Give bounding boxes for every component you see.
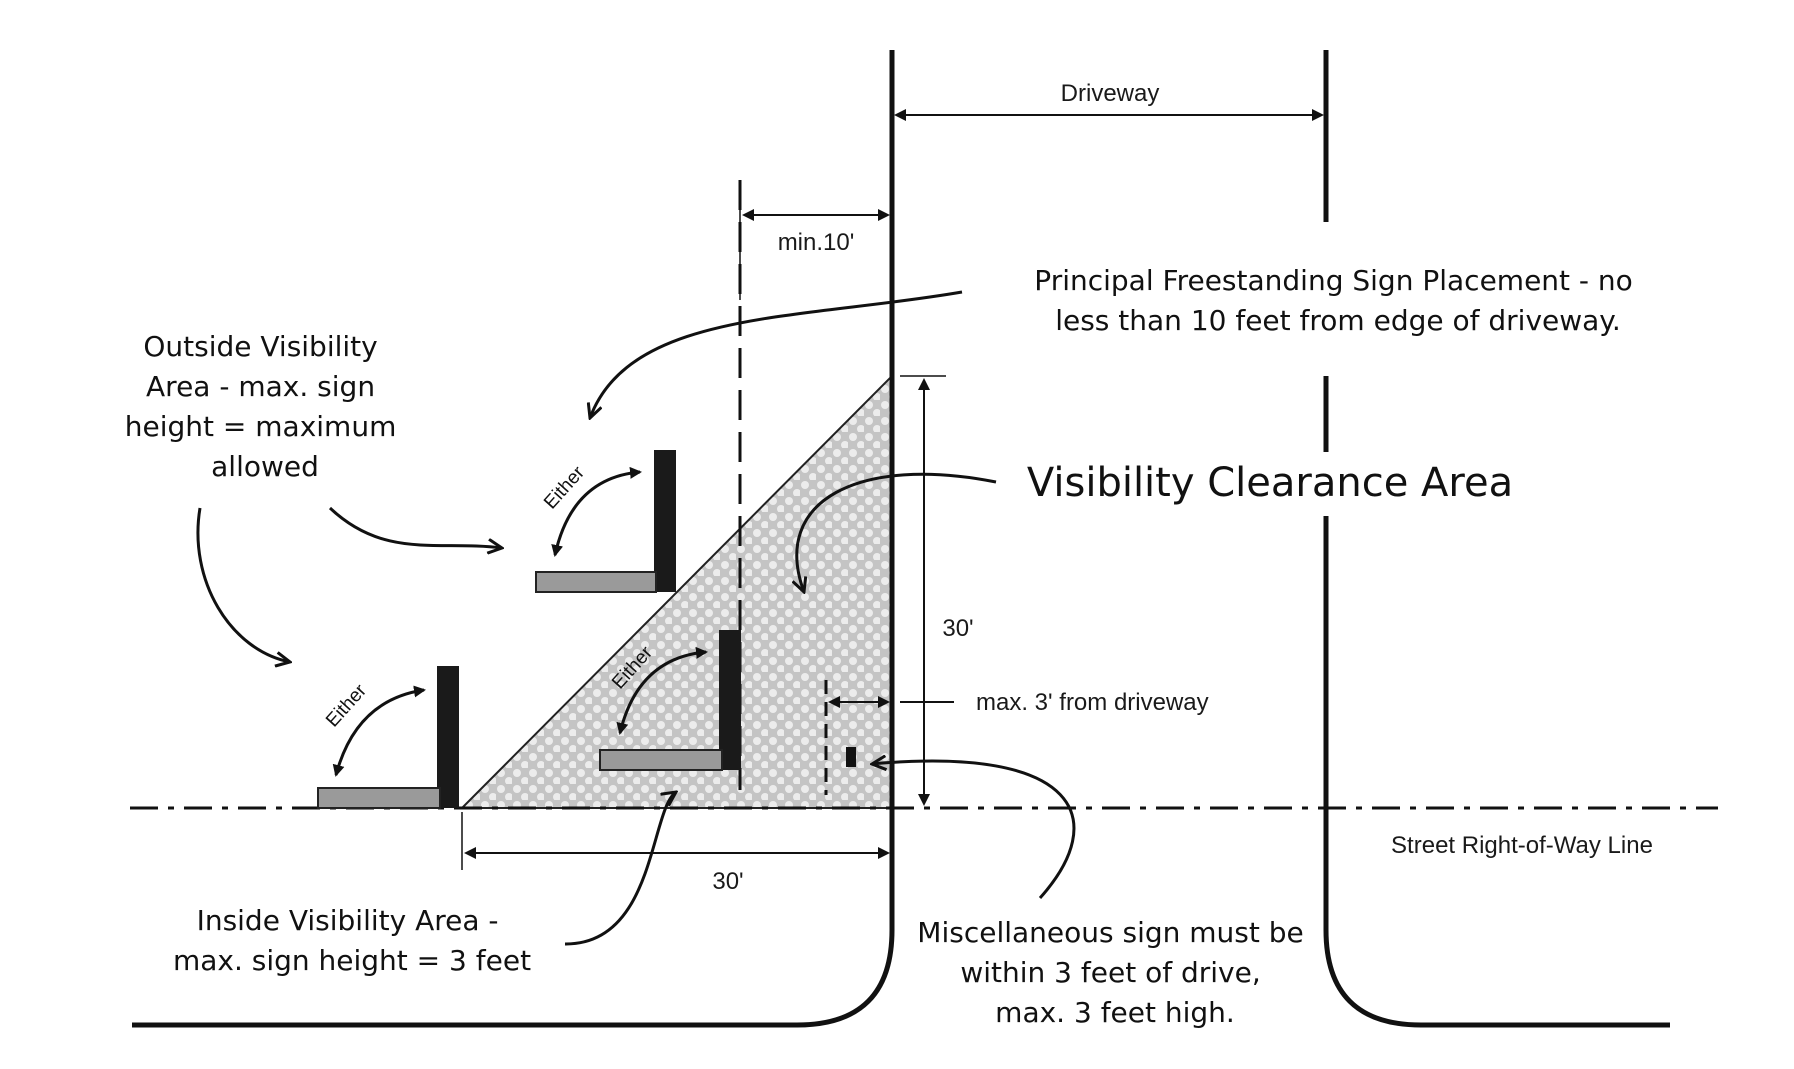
- sign-outside-upper: [535, 450, 676, 593]
- either-arrow-upper: [551, 466, 642, 557]
- inside-area-note-line: Inside Visibility Area -: [197, 904, 499, 937]
- sign-base: [599, 749, 723, 771]
- outside-area-arrow-upper: [328, 506, 502, 548]
- either-arrow-lower: [332, 685, 426, 777]
- right-of-way-label: Street Right-of-Way Line: [1391, 832, 1653, 859]
- outside-area-note-line: Area - max. sign: [146, 370, 375, 403]
- either-label-lower: Either: [322, 680, 371, 731]
- sign-post: [719, 630, 741, 770]
- visibility-area-arrow: [797, 472, 997, 592]
- driveway-right-edge: [1323, 50, 1670, 1028]
- principal-sign-arrow: [590, 290, 963, 418]
- outside-area-note-line: allowed: [211, 450, 319, 483]
- setback-label: min.10': [778, 229, 855, 256]
- outside-area-arrow-lower: [196, 507, 290, 662]
- principal-sign-note-line: Principal Freestanding Sign Placement - …: [1034, 264, 1633, 297]
- vertical-30-label: 30': [942, 615, 973, 642]
- sign-base: [535, 571, 657, 593]
- visibility-area-title: Visibility Clearance Area: [1027, 460, 1513, 506]
- driveway-label: Driveway: [1061, 80, 1160, 107]
- sign-base: [317, 787, 441, 809]
- misc-sign-note: Miscellaneous sign must be within 3 feet…: [917, 916, 1312, 1029]
- inside-area-arrow: [564, 792, 676, 946]
- sign-post: [437, 666, 459, 808]
- visibility-clearance-triangle: [459, 373, 893, 809]
- principal-sign-note: Principal Freestanding Sign Placement - …: [1034, 264, 1641, 337]
- inside-area-note: Inside Visibility Area - max. sign heigh…: [173, 904, 531, 977]
- misc-sign: [846, 747, 856, 767]
- max-3-label: max. 3' from driveway: [976, 689, 1209, 716]
- sign-outside-lower: [317, 666, 459, 809]
- sign-inside: [599, 630, 741, 771]
- misc-sign-note-line: max. 3 feet high.: [995, 996, 1235, 1029]
- misc-sign-note-line: Miscellaneous sign must be: [917, 916, 1303, 949]
- horizontal-30-label: 30': [712, 868, 743, 895]
- outside-area-note-line: height = maximum: [125, 410, 397, 443]
- principal-sign-note-line: less than 10 feet from edge of driveway.: [1055, 304, 1621, 337]
- sign-post: [654, 450, 676, 592]
- misc-sign-note-line: within 3 feet of drive,: [960, 956, 1260, 989]
- driveway-left-edge: [132, 50, 895, 1028]
- misc-sign-arrow: [872, 761, 1076, 900]
- inside-area-note-line: max. sign height = 3 feet: [173, 944, 531, 977]
- either-label-upper: Either: [540, 462, 589, 513]
- outside-area-note: Outside Visibility Area - max. sign heig…: [125, 330, 406, 483]
- either-arrow-inside: [616, 646, 708, 735]
- outside-area-note-line: Outside Visibility: [143, 330, 377, 363]
